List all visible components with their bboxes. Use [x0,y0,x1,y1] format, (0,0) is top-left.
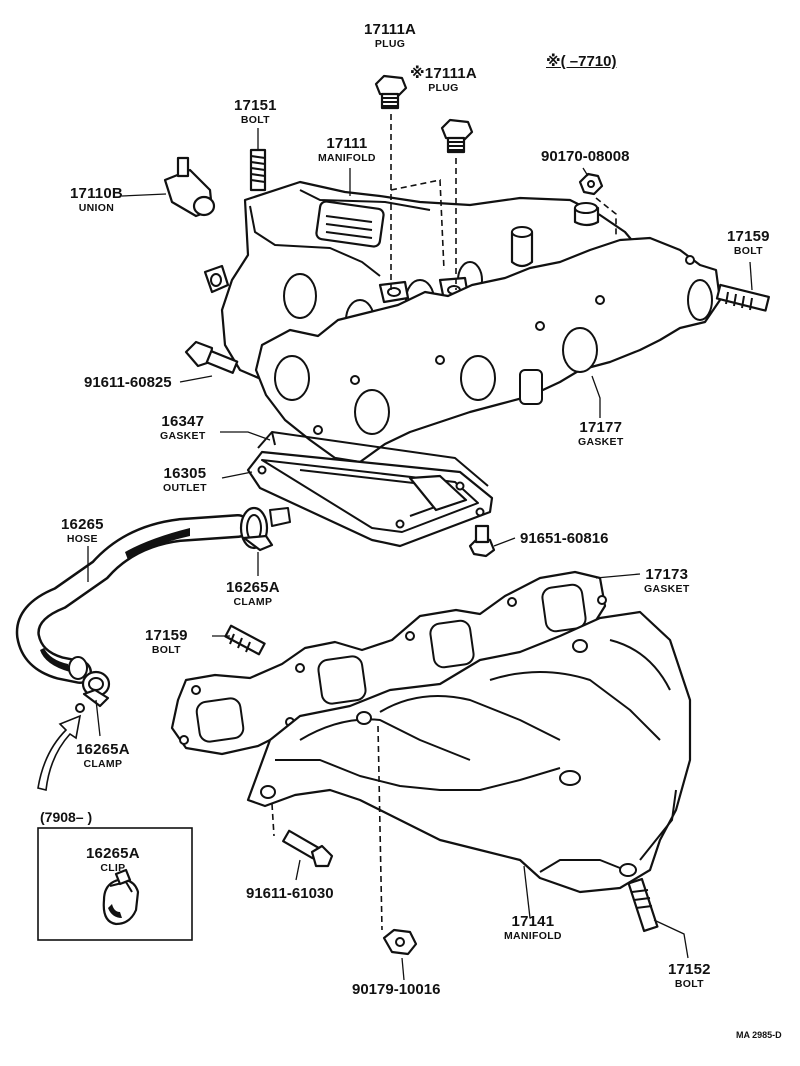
outlet-16305 [246,450,494,548]
inset-box-frame [37,827,193,941]
part-number: 16265 [61,516,104,533]
part-name: UNION [78,202,115,214]
label-hose-16265: 16265 HOSE [61,517,104,545]
part-name: MANIFOLD [318,152,376,164]
part-name: BOLT [674,978,704,990]
label-clamp-16265a-lower: 16265A CLAMP [76,742,130,770]
part-name: BOLT [151,644,181,656]
label-bolt-17152: 17152 BOLT [668,962,711,990]
applicability-note: ※( –7710) [546,54,616,69]
part-name: GASKET [578,436,624,448]
assembly-line-nut [595,197,617,238]
clamp-16265a-upper [239,506,274,552]
clip-16265a [102,868,140,926]
gasket-17177 [254,236,722,464]
part-name: BOLT [240,114,270,126]
assembly-line-nut-lower [377,725,383,931]
part-number: 17159 [727,228,770,245]
assembly-line-bolt-lower [271,803,275,837]
leader-lines [87,128,753,981]
part-number: 17110B [70,185,123,202]
part-number: 16305 [163,465,207,482]
part-name: CLAMP [233,596,273,608]
label-bolt-91611-61030: 91611-61030 [246,885,334,902]
label-bolt-17159-lower: 17159 BOLT [145,628,188,656]
note-range: ( –7710) [560,53,617,70]
clamp-16265a-lower [75,670,111,713]
part-number: 17152 [668,961,711,978]
label-bolt-91651-60816: 91651-60816 [520,530,609,547]
part-name: MANIFOLD [504,930,562,942]
union-17110b [163,156,216,218]
exhaust-manifold-17141 [246,610,692,894]
label-manifold-17111: 17111 MANIFOLD [318,136,376,164]
part-number: 17111A [364,21,417,38]
drawing-code: MA 2985-D [736,1030,782,1040]
label-plug-17111a-marked: ※17111A PLUG [410,66,477,94]
label-gasket-16347: 16347 GASKET [160,414,206,442]
label-gasket-17173: 17173 GASKET [644,567,690,595]
part-number: 16265A [226,579,280,596]
part-name: OUTLET [163,482,207,494]
label-manifold-17141: 17141 MANIFOLD [504,914,562,942]
label-clamp-16265a-upper: 16265A CLAMP [226,580,280,608]
plug-17111a-marked [440,118,474,154]
label-bolt-17151: 17151 BOLT [234,98,277,126]
part-name: BOLT [733,245,763,257]
part-number: ※17111A [410,65,477,82]
part-number: 16265A [76,741,130,758]
label-bolt-17159-upper: 17159 BOLT [727,229,770,257]
nut-90179-10016 [382,928,418,956]
bolt-17159-lower [224,624,266,656]
part-number: 16265A [86,845,140,862]
part-number: 17173 [645,566,689,583]
part-name: GASKET [644,583,690,595]
assembly-line-plug-alt [390,179,445,271]
label-nut-90179-10016: 90179-10016 [352,981,441,998]
label-union-17110b: 17110B UNION [70,186,123,214]
part-name: CLIP [100,862,126,874]
part-number: 17151 [234,97,277,114]
label-clip-16265a: 16265A CLIP [86,846,140,874]
plug-17111a-top [374,74,408,110]
gasket-16347 [257,431,489,487]
part-name: GASKET [160,430,206,442]
note-symbol: ※ [546,53,561,70]
label-bolt-91611-60825: 91611-60825 [84,374,172,391]
part-number: 17159 [145,627,188,644]
bolt-17152 [627,877,659,933]
bolt-91651-60816 [468,524,496,558]
label-outlet-16305: 16305 OUTLET [163,466,207,494]
bolt-91611-60825 [184,340,239,374]
part-number: 17141 [511,913,555,930]
label-plug-17111a-top: 17111A PLUG [364,22,416,50]
direction-arrow [37,714,82,791]
part-number: 17111 [326,135,368,152]
nut-90170-08008 [578,172,604,196]
inset-range: (7908– ) [40,809,93,825]
part-number: 17177 [579,419,623,436]
part-name: CLAMP [83,758,123,770]
bolt-17159-upper [715,283,770,312]
part-name: PLUG [428,82,459,94]
part-name: HOSE [66,533,98,545]
label-nut-90170-08008: 90170-08008 [541,148,630,165]
gasket-17173 [170,570,607,756]
bolt-91611-61030 [282,829,334,868]
label-gasket-17177: 17177 GASKET [578,420,624,448]
hose-16265 [15,507,291,684]
bolt-17151 [249,148,267,192]
part-name: PLUG [374,38,406,50]
part-number: 16347 [161,413,205,430]
